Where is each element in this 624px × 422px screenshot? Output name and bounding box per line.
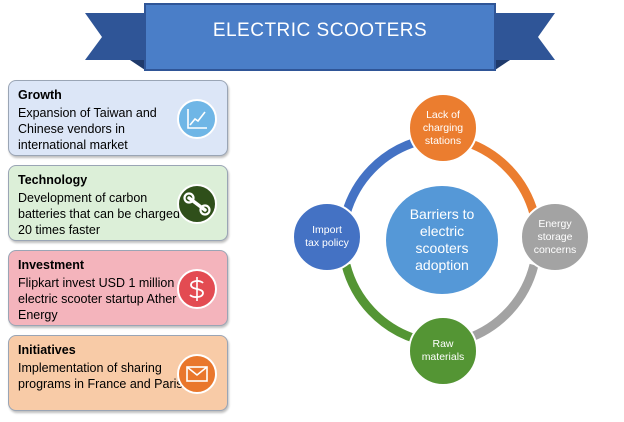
energy-storage-node: Energy storage concerns [520,202,590,272]
node-text-line: Raw [432,338,454,350]
import-tax-node: Import tax policy [292,202,362,272]
node-text-line: storage [537,230,573,243]
line-chart-icon [177,99,217,139]
initiatives-card: Initiatives Implementation of sharing pr… [8,335,228,411]
card-title: Technology [18,173,88,187]
card-text: Flipkart invest USD 1 million electric s… [18,276,177,322]
center-text-line: Barriers to [409,206,475,222]
ring-arc-top-right [464,137,539,216]
card-text: Development of carbon batteries that can… [18,191,180,237]
node-text-line: materials [421,351,465,363]
banner-title: ELECTRIC SCOOTERS [212,20,428,41]
dollar-icon [177,269,217,309]
technology-card: Technology Development of carbon batteri… [8,165,228,241]
card-title: Investment [18,258,84,272]
card-text: Implementation of sharing programs in Fr… [18,361,183,391]
center-text-line: scooters [415,240,469,256]
center-text-line: adoption [415,257,469,273]
node-text-line: charging [422,121,464,134]
ring-arc-bottom-left [341,263,418,344]
node-text-line: concerns [533,243,577,256]
node-text-line: Lack of [426,108,460,121]
wrench-icon [177,184,217,224]
raw-materials-node: Raw materials [408,316,478,386]
title-banner [85,3,555,71]
center-text-line: electric [419,223,465,239]
investment-card: Investment Flipkart invest USD 1 million… [8,250,228,326]
ring-arc-top-left [341,137,418,216]
card-title: Initiatives [18,343,76,357]
ring-arc-bottom-right [464,263,539,344]
center-barriers-node: Barriers to electric scooters adoption [386,186,498,294]
card-title: Growth [18,88,62,102]
node-text-line: stations [424,134,462,147]
growth-card: Growth Expansion of Taiwan and Chinese v… [8,80,228,156]
envelope-icon [177,354,217,394]
node-text-line: Import [312,224,342,236]
cycle-ring [341,137,539,344]
card-text: Expansion of Taiwan and Chinese vendors … [18,106,157,152]
charging-stations-node: Lack of charging stations [408,93,478,163]
node-text-line: tax policy [305,237,349,249]
node-text-line: Energy [538,217,572,230]
